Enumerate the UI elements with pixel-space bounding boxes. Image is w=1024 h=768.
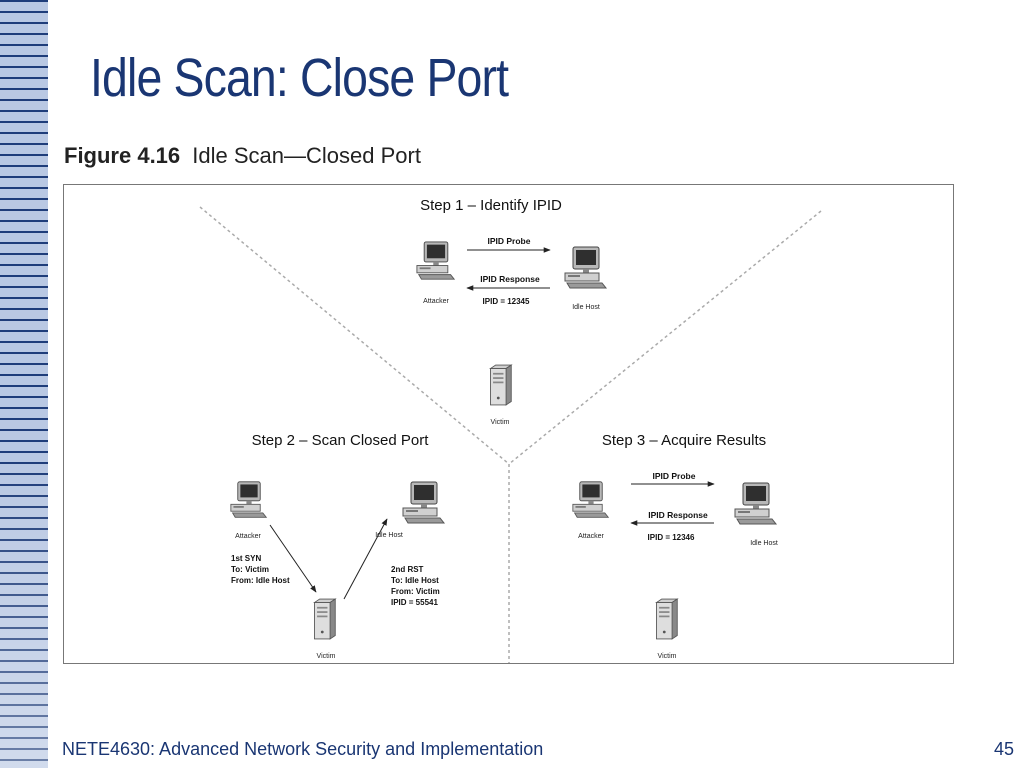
step-2-victim-server-icon xyxy=(313,598,336,640)
step-1-title: Step 1 – Identify IPID xyxy=(420,197,562,214)
step-2-attacker-label: Attacker xyxy=(235,533,261,540)
step-2-rst-line: To: Idle Host xyxy=(391,576,439,585)
step-3-probe-label: IPID Probe xyxy=(653,471,696,481)
step-2-title: Step 2 – Scan Closed Port xyxy=(252,432,430,449)
divider-left xyxy=(199,206,510,465)
figure-caption-text: Idle Scan—Closed Port xyxy=(192,143,421,168)
step-3-attacker-label: Attacker xyxy=(578,533,604,540)
figure-caption: Figure 4.16 Idle Scan—Closed Port xyxy=(64,143,421,169)
step-2-attacker-computer-icon xyxy=(230,481,267,518)
step-1-section: Step 1 – Identify IPID Attacker Idle Hos… xyxy=(416,197,607,426)
step-2-syn-line: To: Victim xyxy=(231,565,269,574)
step-2-rst-line: IPID = 55541 xyxy=(391,598,438,607)
step-2-syn-text: 1st SYN To: Victim From: Idle Host xyxy=(231,554,290,585)
figure-number: Figure 4.16 xyxy=(64,143,181,168)
step-1-response-label: IPID Response xyxy=(480,274,540,284)
step-2-idle-host-label: Idle Host xyxy=(375,532,403,539)
step-3-idle-host-label: Idle Host xyxy=(750,540,778,547)
step-2-syn-line: 1st SYN xyxy=(231,554,261,563)
step-2-idle-host-computer-icon xyxy=(402,481,445,524)
slide-page-number: 45 xyxy=(993,739,1014,759)
step-2-section: Step 2 – Scan Closed Port Attacker Idle … xyxy=(230,432,445,660)
step-3-section: Step 3 – Acquire Results Attacker Idle H… xyxy=(572,432,778,660)
step-3-victim-label: Victim xyxy=(658,653,677,660)
step-1-idle-host-label: Idle Host xyxy=(572,304,600,311)
idle-scan-diagram: Step 1 – Identify IPID Attacker Idle Hos… xyxy=(199,197,822,663)
step-3-response-label: IPID Response xyxy=(648,510,708,520)
step-2-syn-arrow xyxy=(269,524,317,593)
step-3-idle-host-computer-icon xyxy=(734,482,777,525)
footer-course-title: NETE4630: Advanced Network Security and … xyxy=(62,739,544,759)
step-1-idle-host-computer-icon xyxy=(564,246,607,289)
slide-title: Idle Scan: Close Port xyxy=(90,48,509,108)
step-2-syn-line: From: Idle Host xyxy=(231,576,290,585)
step-1-attacker-label: Attacker xyxy=(423,298,449,305)
step-2-victim-label: Victim xyxy=(317,653,336,660)
step-1-victim-label: Victim xyxy=(491,419,510,426)
step-2-rst-line: From: Victim xyxy=(391,587,440,596)
step-3-ipid-value: IPID = 12346 xyxy=(648,533,695,542)
figure-panel: Step 1 – Identify IPID Attacker Idle Hos… xyxy=(63,184,954,664)
divider-right xyxy=(508,210,822,465)
step-1-probe-label: IPID Probe xyxy=(488,236,531,246)
step-1-attacker-computer-icon xyxy=(416,241,455,280)
step-2-rst-text: 2nd RST To: Idle Host From: Victim IPID … xyxy=(391,565,442,607)
step-3-victim-server-icon xyxy=(655,598,678,640)
step-2-rst-arrow xyxy=(343,518,388,600)
step-1-ipid-value: IPID = 12345 xyxy=(483,297,530,306)
step-1-victim-server-icon xyxy=(489,364,512,406)
left-decorative-stripe xyxy=(0,0,48,768)
step-3-title: Step 3 – Acquire Results xyxy=(602,432,766,449)
step-2-rst-line: 2nd RST xyxy=(391,565,424,574)
step-3-attacker-computer-icon xyxy=(572,481,609,518)
